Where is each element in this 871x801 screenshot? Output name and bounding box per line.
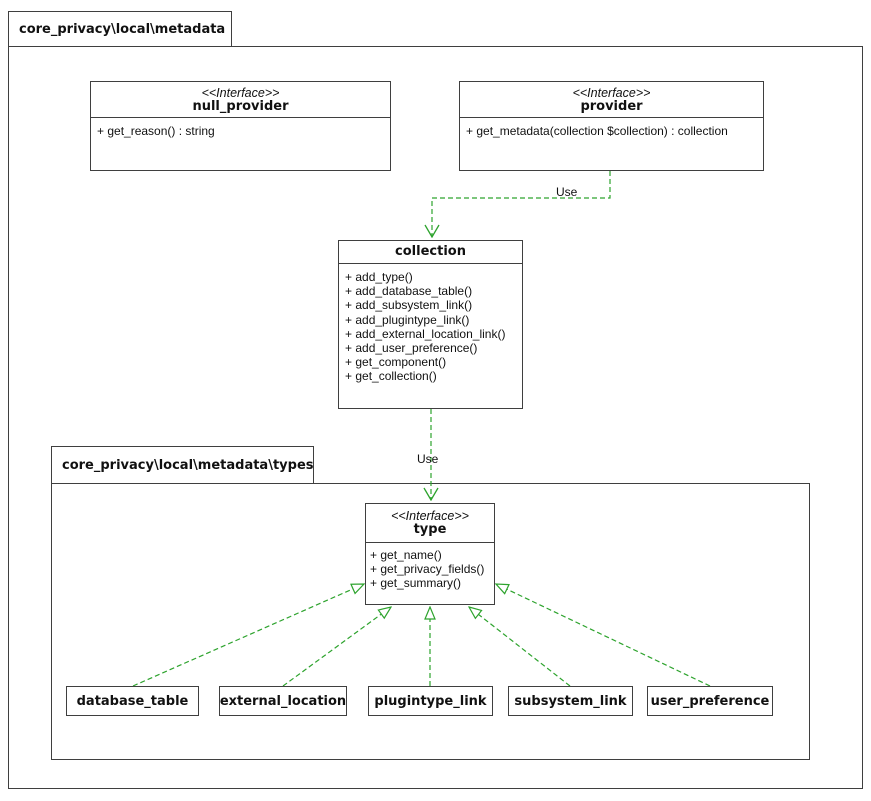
class-collection-header: collection	[339, 241, 522, 264]
method-row: + add_external_location_link()	[345, 326, 506, 341]
provider-stereotype: <<Interface>>	[572, 85, 651, 100]
subsystem-link-name: subsystem_link	[514, 693, 627, 709]
method-row: + get_summary()	[370, 576, 462, 591]
provider-name: provider	[580, 98, 643, 114]
class-collection: collection + add_type() + add_database_t…	[338, 240, 523, 409]
database-table-name: database_table	[76, 693, 189, 709]
class-subsystem-link: subsystem_link	[508, 686, 633, 716]
method-row: + get_component()	[345, 355, 447, 370]
class-provider: <<Interface>> provider + get_metadata(co…	[459, 81, 764, 171]
provider-methods: + get_metadata(collection $collection) :…	[460, 118, 763, 144]
package-metadata-title: core_privacy\local\metadata	[19, 21, 226, 37]
external-location-name: external_location	[219, 693, 347, 709]
method-row: + add_type()	[345, 270, 413, 284]
method-row: + add_database_table()	[345, 284, 473, 299]
null-provider-name: null_provider	[192, 98, 289, 114]
class-null-provider: <<Interface>> null_provider + get_reason…	[90, 81, 391, 171]
null-provider-stereotype: <<Interface>>	[201, 85, 280, 100]
collection-name: collection	[395, 244, 466, 259]
class-database-table: database_table	[66, 686, 199, 716]
class-external-location: external_location	[219, 686, 347, 716]
method-row: + get_collection()	[345, 369, 437, 384]
plugintype-link-name: plugintype_link	[374, 693, 487, 709]
user-preference-name: user_preference	[650, 693, 770, 709]
class-null-provider-header: <<Interface>> null_provider	[91, 82, 390, 118]
use-label-provider-collection: Use	[556, 185, 578, 199]
package-metadata-tab: core_privacy\local\metadata	[8, 11, 232, 47]
method-row: + add_plugintype_link()	[345, 312, 470, 327]
type-name: type	[413, 522, 447, 537]
class-user-preference: user_preference	[647, 686, 773, 716]
method-row: + get_metadata(collection $collection) :…	[466, 124, 728, 138]
method-row: + get_reason() : string	[97, 124, 215, 138]
use-label-collection-type: Use	[417, 452, 439, 466]
class-plugintype-link: plugintype_link	[368, 686, 493, 716]
package-types-tab: core_privacy\local\metadata\types	[51, 446, 314, 484]
null-provider-methods: + get_reason() : string	[91, 118, 390, 144]
method-row: + add_subsystem_link()	[345, 298, 473, 313]
type-stereotype: <<Interface>>	[391, 509, 469, 523]
package-types-title: core_privacy\local\metadata\types	[62, 457, 314, 473]
class-provider-header: <<Interface>> provider	[460, 82, 763, 118]
class-type: <<Interface>> type + get_name() + get_pr…	[365, 503, 495, 605]
class-type-header: <<Interface>> type	[366, 504, 494, 543]
method-row: + add_user_preference()	[345, 341, 478, 356]
method-row: + get_privacy_fields()	[370, 562, 485, 577]
method-row: + get_name()	[370, 548, 442, 562]
collection-methods: + add_type() + add_database_table() + ad…	[339, 264, 522, 390]
type-methods: + get_name() + get_privacy_fields() + ge…	[366, 543, 494, 596]
